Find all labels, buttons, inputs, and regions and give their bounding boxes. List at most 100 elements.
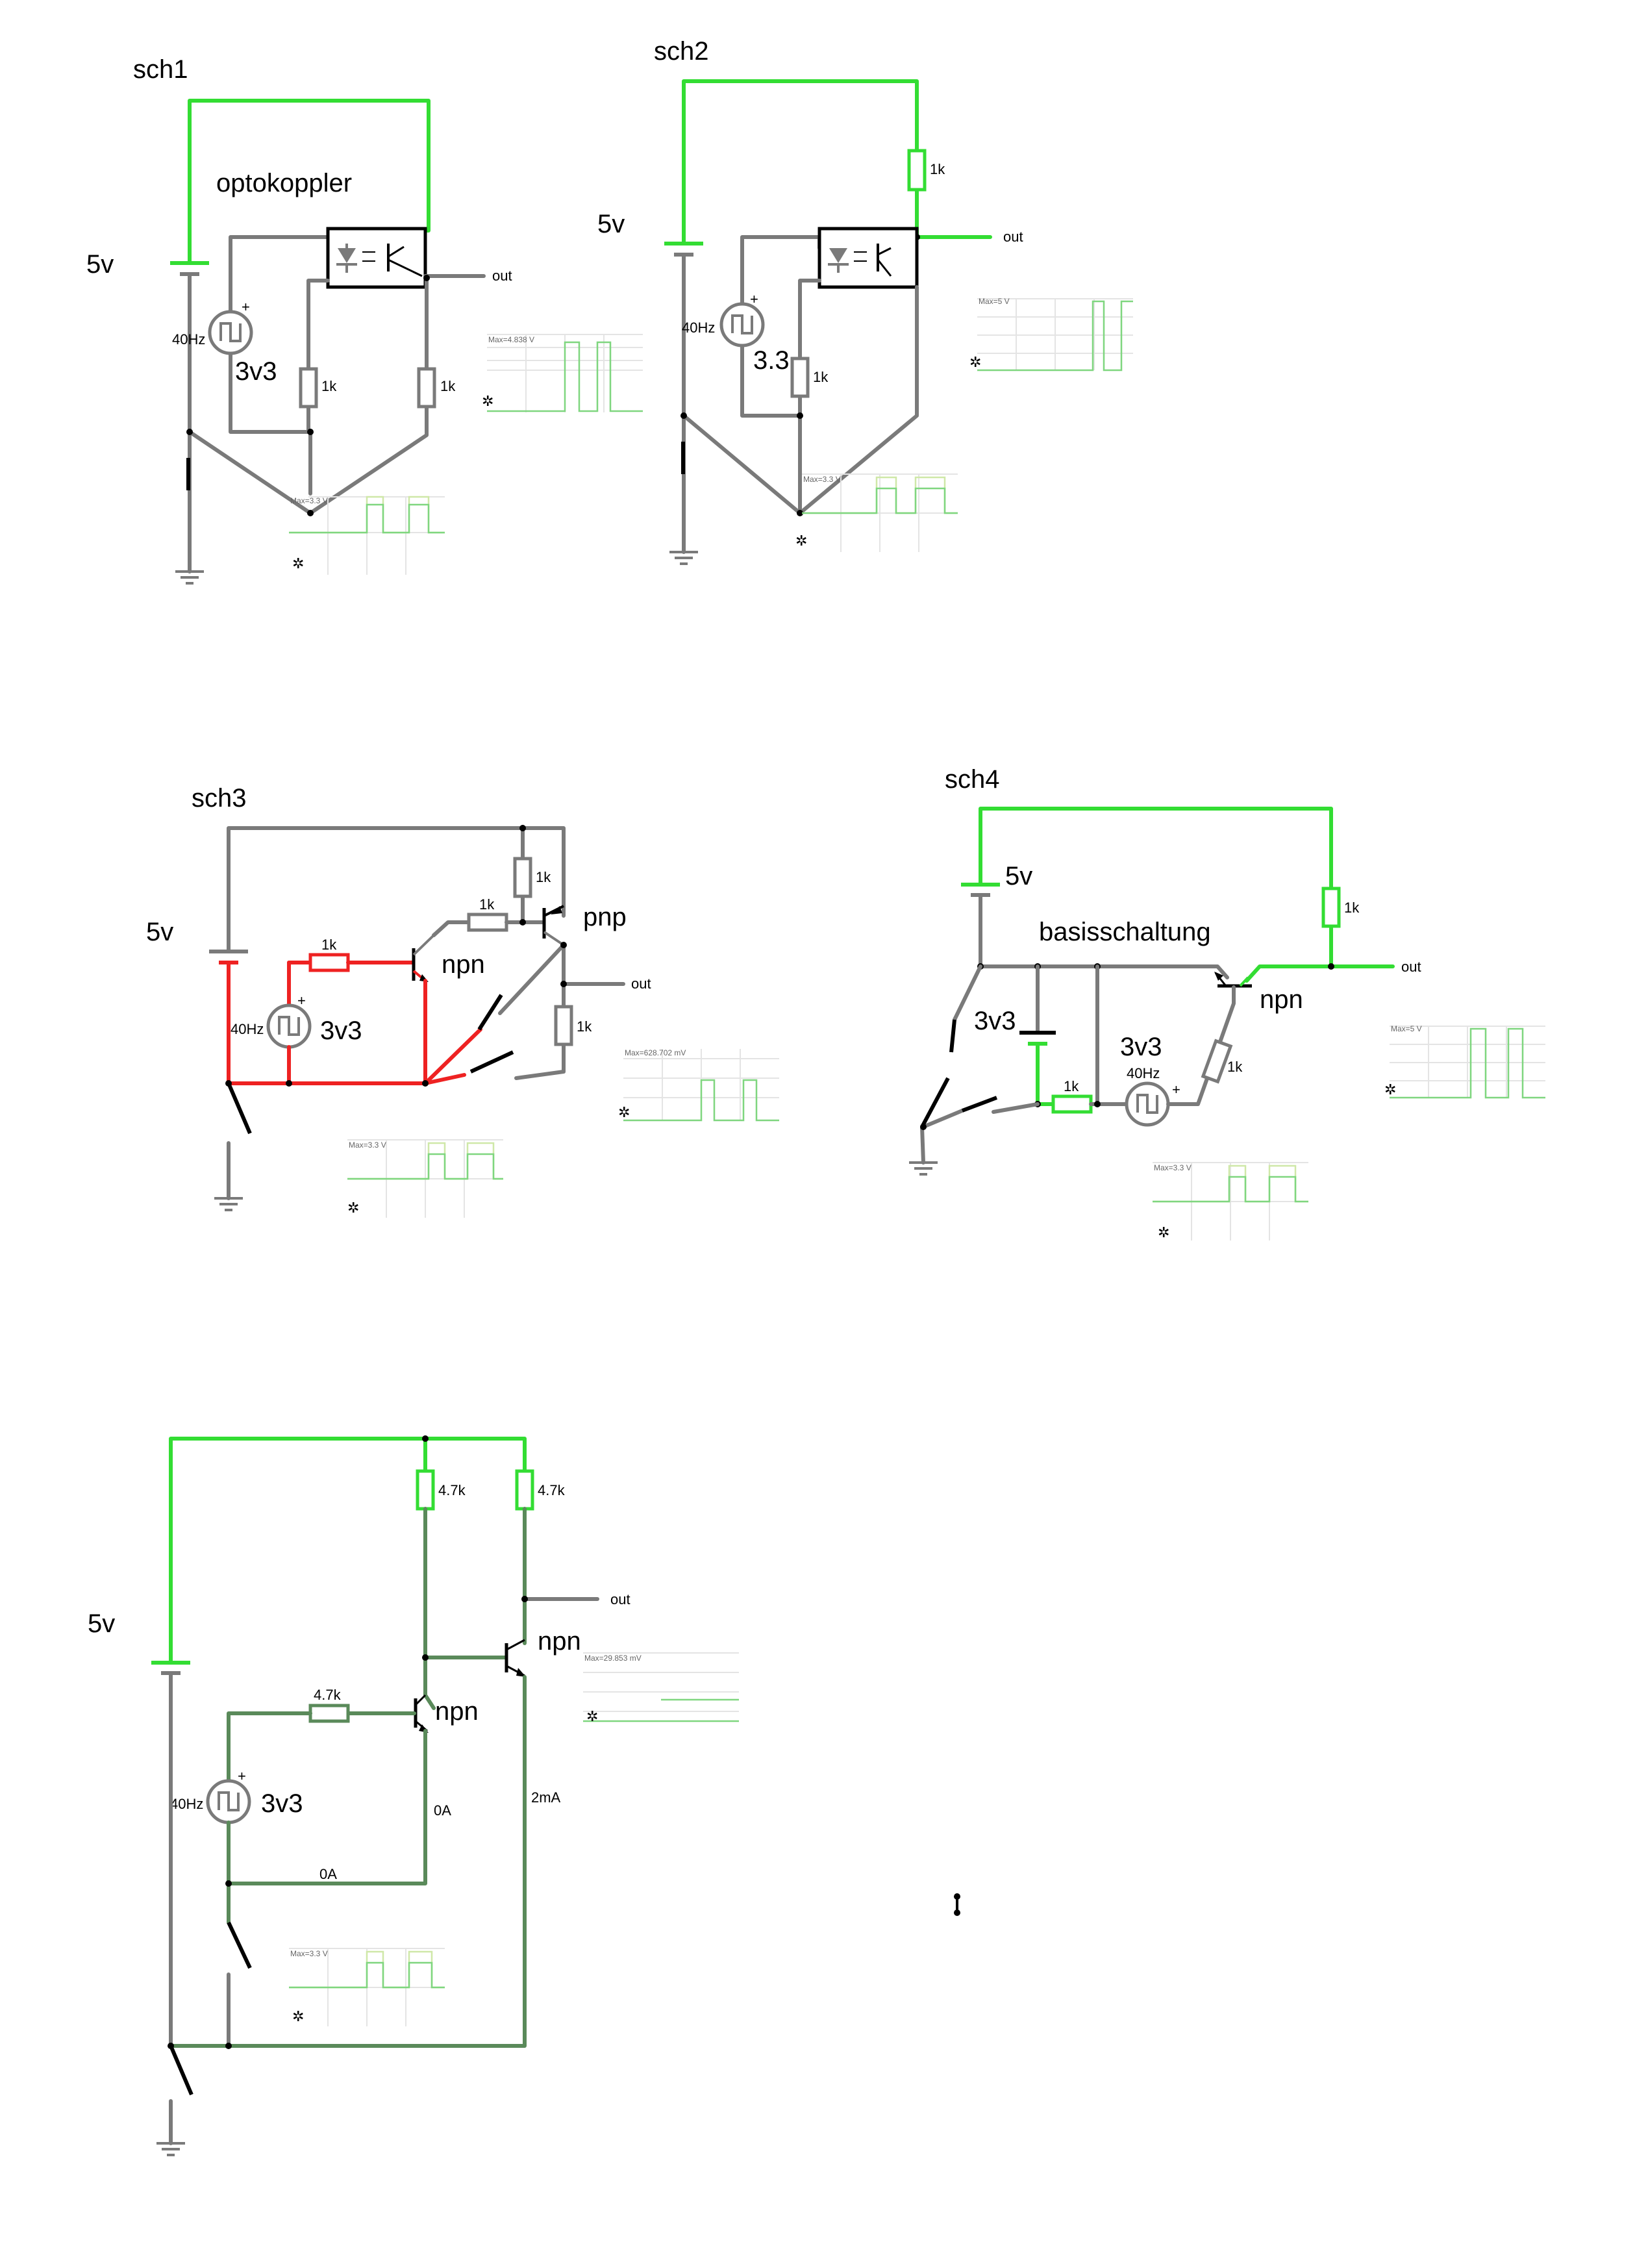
sch1-resistor-input[interactable] bbox=[299, 367, 318, 409]
sch3-node bbox=[519, 919, 526, 926]
sch1-source-freq: 40Hz bbox=[172, 331, 205, 347]
sch2-square-wave-source[interactable] bbox=[719, 302, 765, 347]
sch2-wire-input-resistor[interactable] bbox=[798, 279, 821, 515]
sch1-square-wave-source[interactable] bbox=[208, 310, 253, 355]
sch2-resistor-input[interactable] bbox=[790, 357, 810, 398]
sch4-switch-left[interactable] bbox=[949, 1019, 956, 1053]
sch5-source-voltage: 3v3 bbox=[261, 1789, 303, 1818]
sch1-scope-input-gear-icon[interactable]: ✲ bbox=[292, 555, 304, 572]
sch4-scope-input-max: Max=3.3 V bbox=[1154, 1163, 1192, 1172]
sch2-scope-output[interactable]: Max=5 V ✲ bbox=[969, 297, 1133, 372]
sch3-npn-transistor[interactable] bbox=[412, 934, 435, 982]
sch4-resistor-source[interactable] bbox=[1051, 1094, 1093, 1114]
sch4-resistor-emitter[interactable] bbox=[1201, 1039, 1233, 1084]
sch3-source-plus: + bbox=[297, 992, 306, 1009]
sch3-wire-top-rail[interactable] bbox=[227, 826, 566, 953]
sch3-wire-switches[interactable] bbox=[423, 1027, 482, 1085]
sch4-wire-supply[interactable] bbox=[979, 807, 1395, 983]
schematic-sch2[interactable]: sch2 5v 1k out + 40Hz 3.3 bbox=[597, 37, 1133, 565]
sch1-wire-source-bottom[interactable] bbox=[229, 352, 312, 434]
sch4-switch-ground[interactable] bbox=[920, 1077, 950, 1128]
sch2-scope-input[interactable]: Max=3.3 V ✲ bbox=[795, 473, 958, 552]
sch1-optocoupler[interactable] bbox=[326, 227, 427, 289]
sch5-scope-output-gear-icon[interactable]: ✲ bbox=[586, 1708, 598, 1724]
sch4-npn-label: npn bbox=[1260, 985, 1303, 1014]
sch3-switch-top[interactable] bbox=[477, 994, 503, 1031]
sch3-resistor-load[interactable] bbox=[554, 1005, 573, 1046]
sch3-scope-output-gear-icon[interactable]: ✲ bbox=[618, 1104, 630, 1120]
sch5-wire-emitter1[interactable] bbox=[227, 1729, 427, 1885]
sch1-resistor-output[interactable] bbox=[417, 367, 436, 409]
sch1-scope-output-gear-icon[interactable]: ✲ bbox=[482, 393, 493, 409]
sch5-switch-ground[interactable] bbox=[169, 2045, 193, 2096]
sch5-scope-input[interactable]: Max=3.3 V ✲ bbox=[289, 1948, 445, 2026]
sch5-node bbox=[521, 1596, 528, 1602]
schematic-sch1[interactable]: sch1 5v optokoppler + 40Hz 3v3 bbox=[86, 55, 643, 585]
sch1-wire-output-resistor[interactable] bbox=[188, 276, 429, 515]
sch3-ground-icon bbox=[214, 1197, 243, 1211]
sch1-resistor-output-label: 1k bbox=[440, 378, 456, 394]
sch4-square-wave-source[interactable] bbox=[1125, 1081, 1170, 1127]
sch4-switch-bottom[interactable] bbox=[961, 1096, 998, 1113]
sch5-node bbox=[225, 1880, 232, 1887]
sch5-wire-source-top[interactable] bbox=[227, 1711, 312, 1783]
sch3-resistor-pnp-base-label: 1k bbox=[479, 896, 495, 913]
sch5-resistor-base[interactable] bbox=[308, 1704, 350, 1723]
sch3-scope-input-gear-icon[interactable]: ✲ bbox=[347, 1200, 359, 1216]
sch2-wire-return[interactable] bbox=[682, 285, 919, 515]
sch3-resistor-base-npn[interactable] bbox=[308, 953, 350, 972]
sch3-wire-npn-collector[interactable] bbox=[432, 920, 471, 937]
sch2-resistor-pullup[interactable] bbox=[907, 149, 927, 192]
sch2-scope-input-gear-icon[interactable]: ✲ bbox=[795, 533, 807, 549]
sch5-scope-output-max: Max=29.853 mV bbox=[584, 1654, 642, 1663]
sch4-wire-left[interactable] bbox=[953, 964, 1099, 1106]
sch4-resistor-collector[interactable] bbox=[1321, 887, 1341, 928]
schematic-sch4[interactable]: sch4 5v basisschaltung 1k out npn 1k bbox=[909, 765, 1545, 1241]
stray-wire-fragment[interactable] bbox=[954, 1893, 960, 1916]
sch3-node bbox=[560, 981, 567, 987]
sch3-switch-ground[interactable] bbox=[227, 1082, 252, 1135]
sch3-resistor-pnp-top-label: 1k bbox=[536, 869, 551, 885]
sch4-scope-input-gear-icon[interactable]: ✲ bbox=[1158, 1224, 1169, 1241]
sch5-node bbox=[422, 1435, 429, 1442]
sch3-resistor-pnp-base[interactable] bbox=[467, 913, 508, 932]
sch2-scope-input-max: Max=3.3 V bbox=[803, 475, 841, 484]
sch5-square-wave-source[interactable] bbox=[206, 1779, 251, 1824]
sch4-scope-output-gear-icon[interactable]: ✲ bbox=[1384, 1081, 1396, 1098]
sch2-optocoupler[interactable] bbox=[817, 227, 919, 289]
sch5-switch-source[interactable] bbox=[227, 1921, 252, 1969]
sch2-node bbox=[680, 412, 687, 419]
sch3-title: sch3 bbox=[192, 784, 247, 813]
sch2-scope-output-gear-icon[interactable]: ✲ bbox=[969, 354, 981, 370]
sch3-resistor-pnp-top[interactable] bbox=[513, 857, 532, 898]
sch1-scope-output[interactable]: Max=4.838 V ✲ bbox=[482, 334, 643, 412]
sch5-npn-transistor-1[interactable] bbox=[414, 1694, 429, 1733]
sch3-pnp-transistor[interactable] bbox=[542, 905, 565, 946]
sch2-wire-source-bottom[interactable] bbox=[740, 344, 802, 418]
sch4-wire-switches[interactable] bbox=[920, 1102, 1040, 1165]
sch3-scope-output[interactable]: Max=628.702 mV ✲ bbox=[618, 1048, 779, 1122]
sch4-scope-input[interactable]: Max=3.3 V ✲ bbox=[1153, 1162, 1308, 1241]
sch5-wire-emitter2[interactable] bbox=[169, 1675, 527, 2048]
sch5-wire-collector1[interactable] bbox=[423, 1507, 436, 1710]
sch4-npn-transistor[interactable] bbox=[1214, 972, 1252, 988]
sch5-resistor-collector2[interactable] bbox=[515, 1469, 534, 1511]
sch5-scope-input-gear-icon[interactable]: ✲ bbox=[292, 2008, 304, 2024]
sch1-scope-input[interactable]: Max=3.3 V ✲ bbox=[289, 496, 445, 575]
sch3-wire-pnp-switch[interactable] bbox=[498, 943, 566, 1015]
sch3-scope-input[interactable]: Max=3.3 V ✲ bbox=[347, 1139, 503, 1218]
sch5-npn-transistor-2[interactable] bbox=[505, 1639, 526, 1677]
sch4-wire-signal[interactable] bbox=[1036, 1042, 1055, 1106]
schematic-sch3[interactable]: sch3 5v 1k npn 1k 1k bbox=[146, 784, 779, 1218]
sch5-current-bottom: 0A bbox=[319, 1866, 337, 1882]
sch5-resistor-collector1[interactable] bbox=[416, 1469, 435, 1511]
sch3-square-wave-source[interactable] bbox=[266, 1003, 312, 1049]
sch4-scope-output[interactable]: Max=5 V ✲ bbox=[1384, 1024, 1545, 1099]
sch5-wire-supply[interactable] bbox=[169, 1437, 527, 1665]
schematic-sch5[interactable]: 5v 4.7k 4.7k out npn 2mA bbox=[88, 1435, 739, 2156]
sch2-source-freq: 40Hz bbox=[682, 320, 715, 336]
sch5-scope-output[interactable]: Max=29.853 mV ✲ bbox=[583, 1652, 739, 1724]
sch3-scope-output-max: Max=628.702 mV bbox=[625, 1048, 686, 1057]
sch3-switch-right[interactable] bbox=[469, 1050, 514, 1074]
